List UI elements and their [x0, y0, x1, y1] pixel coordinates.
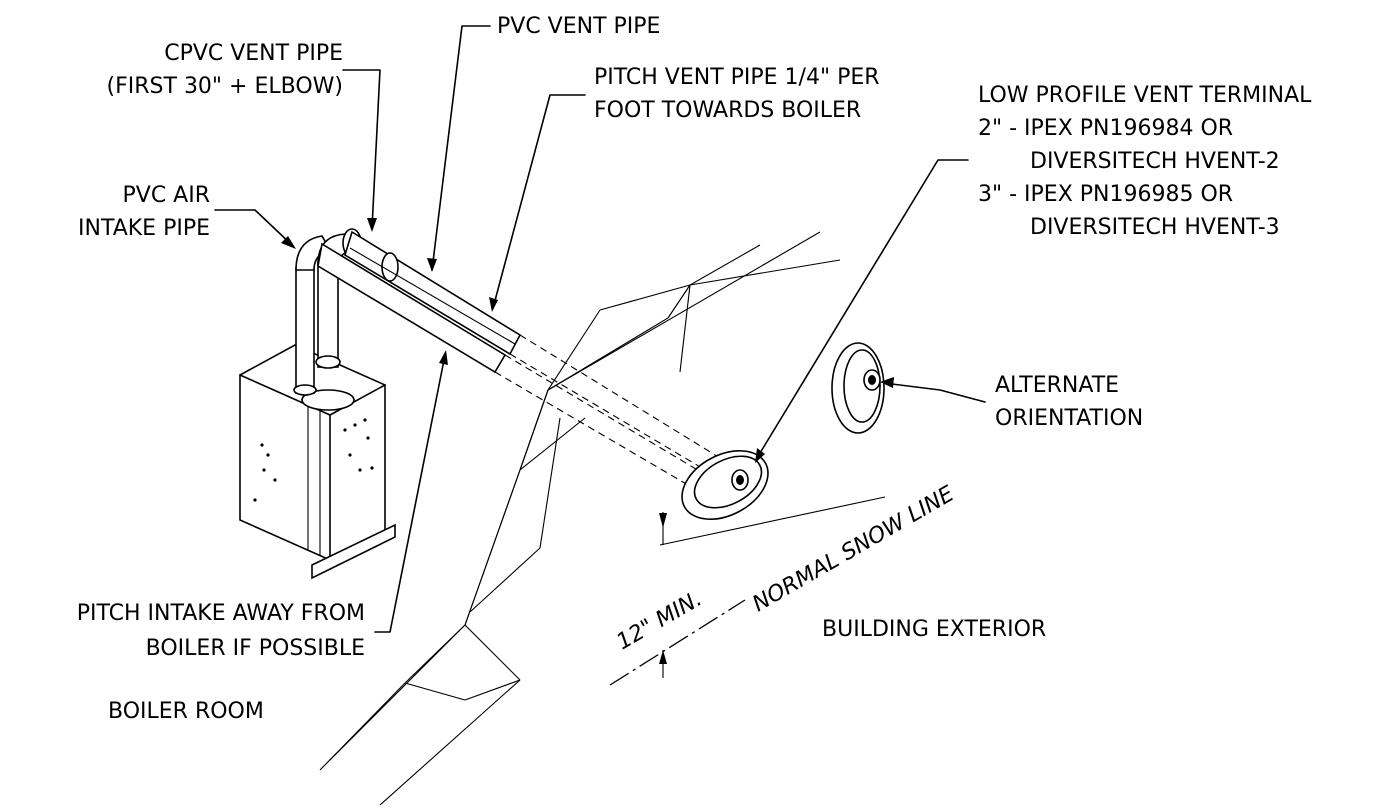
label-terminal-2in-ipex: 2" - IPEX PN196984 OR	[978, 116, 1233, 141]
clearance-dimension	[659, 512, 667, 678]
snow-line	[609, 496, 886, 686]
label-12in-min: 12" MIN.	[613, 587, 707, 656]
alternate-vent-terminal	[831, 342, 885, 434]
vent-pipe-through-wall	[494, 334, 721, 493]
label-building-exterior: BUILDING EXTERIOR	[822, 617, 1046, 642]
label-low-profile-terminal: LOW PROFILE VENT TERMINAL	[978, 83, 1312, 108]
label-pitch-intake: PITCH INTAKE AWAY FROM	[77, 601, 365, 626]
label-terminal-3in-ipex: 3" - IPEX PN196985 OR	[978, 182, 1233, 207]
label-alternate: ALTERNATE	[995, 373, 1119, 398]
label-boiler-if-possible: BOILER IF POSSIBLE	[146, 636, 365, 661]
label-foot-towards-boiler: FOOT TOWARDS BOILER	[594, 98, 861, 123]
label-cpvc-vent-pipe: CPVC VENT PIPE	[164, 41, 343, 66]
label-intake-pipe: INTAKE PIPE	[78, 216, 210, 241]
label-terminal-2in-diversitech: DIVERSITECH HVENT-2	[1030, 149, 1280, 174]
label-orientation: ORIENTATION	[995, 406, 1143, 431]
boiler-vent-dots	[253, 418, 374, 502]
label-pvc-air: PVC AIR	[123, 183, 211, 208]
label-pitch-vent-pipe: PITCH VENT PIPE 1/4" PER	[594, 65, 880, 90]
building-wall	[319, 231, 841, 806]
vent-pipe-horizontal	[317, 230, 522, 374]
label-boiler-room: BOILER ROOM	[108, 699, 264, 724]
boiler	[239, 344, 396, 580]
label-terminal-3in-diversitech: DIVERSITECH HVENT-3	[1030, 215, 1280, 240]
vent-terminal	[681, 450, 769, 520]
label-normal-snow-line: NORMAL SNOW LINE	[749, 482, 959, 618]
label-pvc-vent-pipe: PVC VENT PIPE	[497, 14, 660, 39]
label-cpvc-first-30: (FIRST 30" + ELBOW)	[107, 74, 343, 99]
leader-lines	[214, 25, 986, 633]
